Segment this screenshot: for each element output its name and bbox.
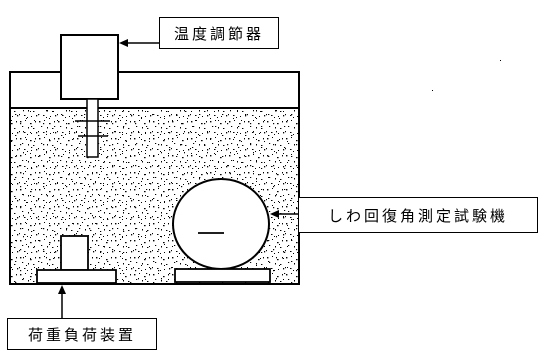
scan-dot xyxy=(432,90,433,91)
temperature-controller-text: 温度調節器 xyxy=(173,24,264,43)
arrow-temp-head xyxy=(119,39,128,47)
scan-dot xyxy=(500,60,501,61)
load-device-text: 荷重負荷装置 xyxy=(27,325,136,344)
controller-stem xyxy=(86,98,99,158)
wrinkle-recovery-tester-label: しわ回復角測定試験機 xyxy=(298,197,538,233)
arrow-load-head xyxy=(58,285,66,294)
load-base-plate xyxy=(36,269,117,284)
tester-disc xyxy=(172,178,270,270)
arrow-wrinkle-head xyxy=(270,210,279,218)
load-device-label: 荷重負荷装置 xyxy=(7,318,157,350)
temperature-controller-box xyxy=(60,34,119,100)
temperature-controller-label: 温度調節器 xyxy=(159,17,279,49)
tester-base-plate xyxy=(174,268,271,283)
tank-outline xyxy=(9,71,300,285)
load-block xyxy=(60,235,89,271)
wrinkle-recovery-tester-text: しわ回復角測定試験機 xyxy=(327,206,508,225)
